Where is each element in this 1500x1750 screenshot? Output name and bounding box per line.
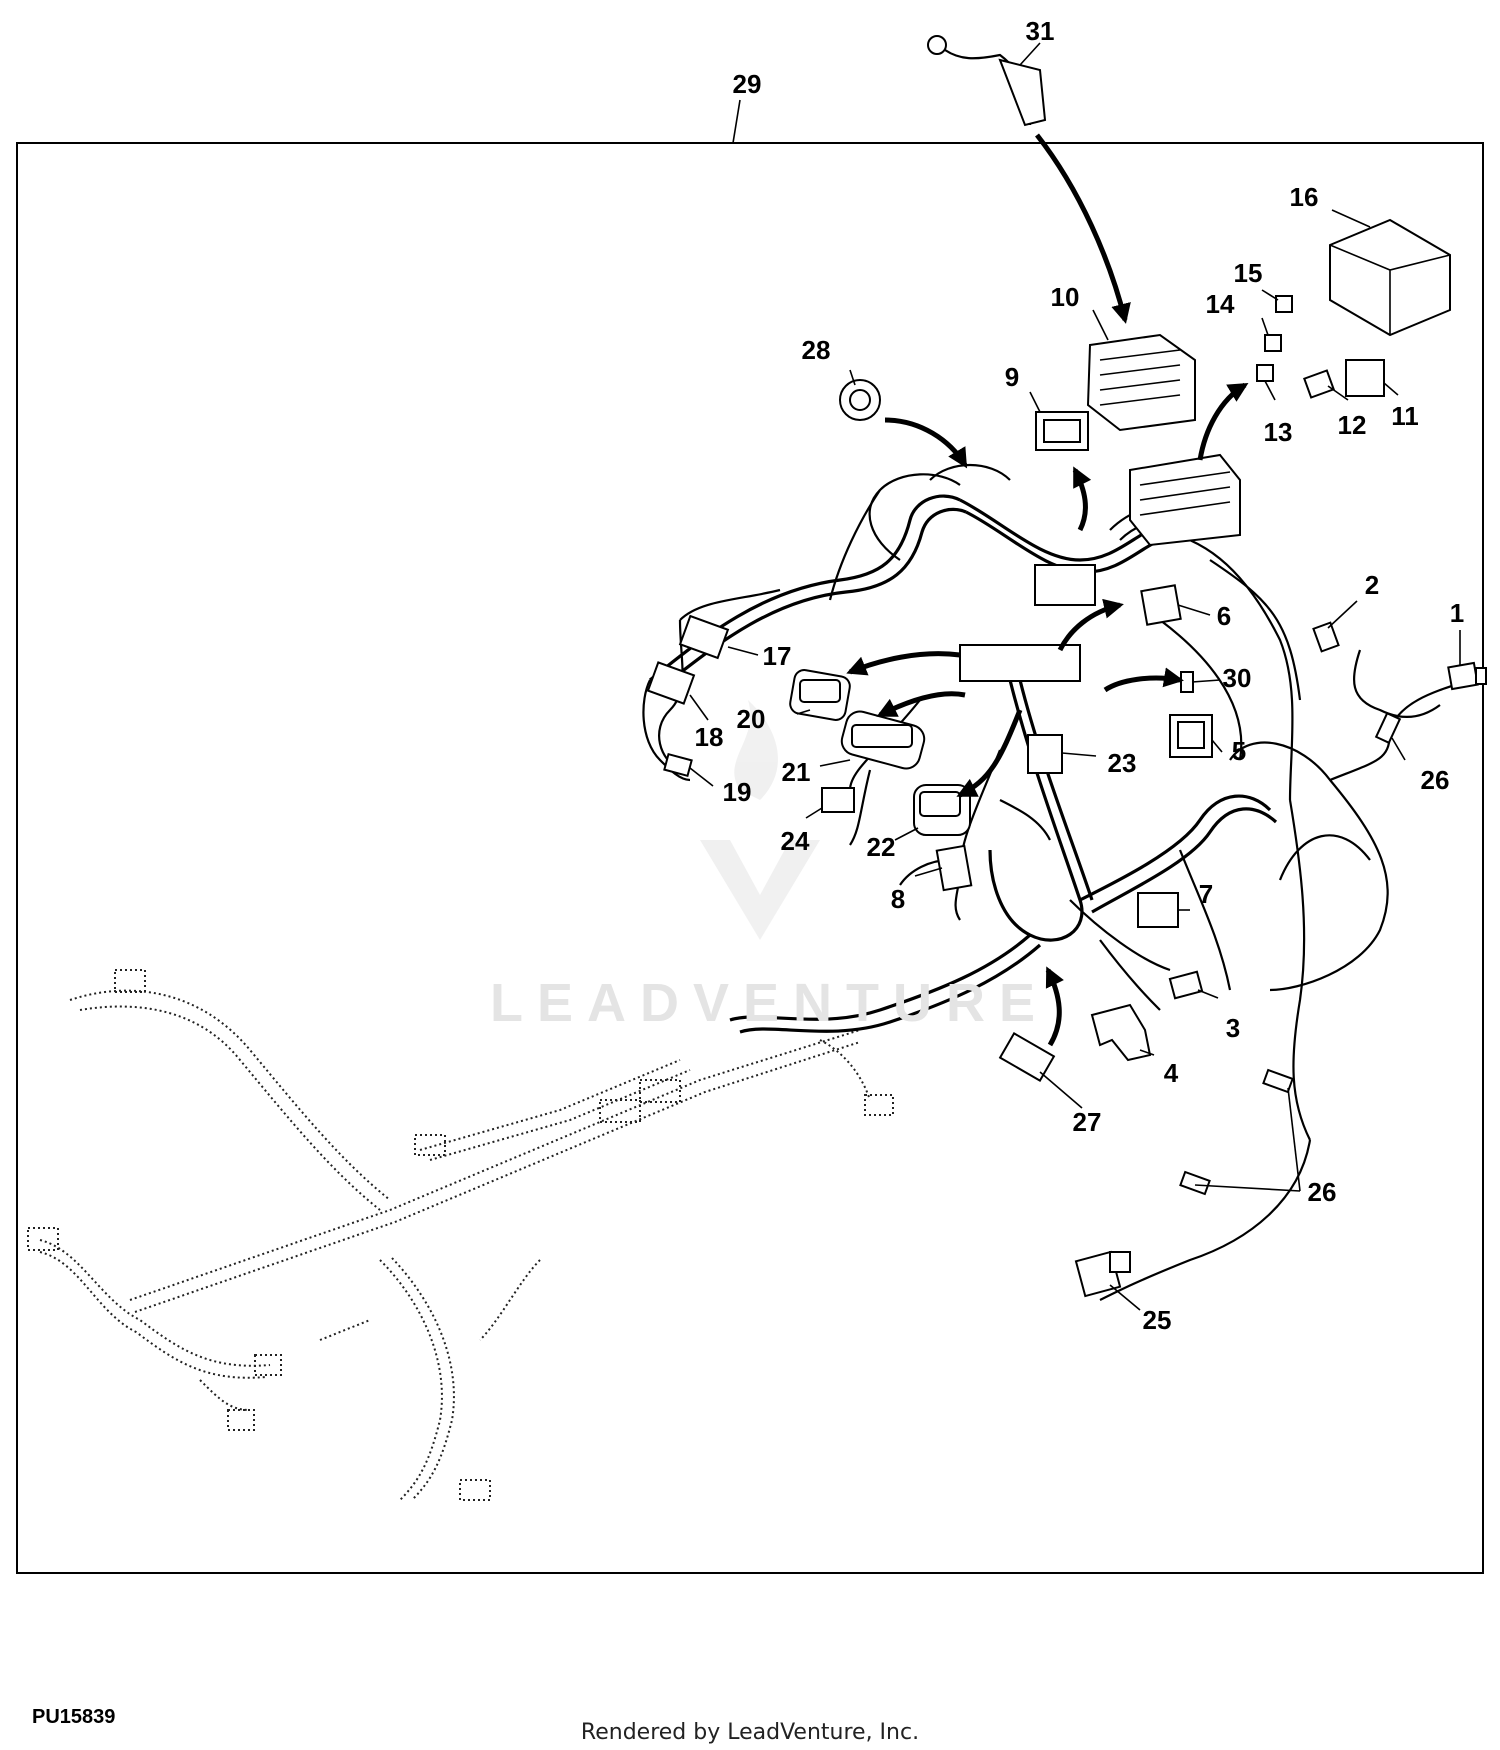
part-27-clip (998, 1032, 1056, 1082)
callout-31: 31 (1026, 16, 1055, 46)
part-30-connector (1180, 671, 1194, 693)
callout-21: 21 (782, 757, 811, 787)
part-24-connector (821, 787, 855, 813)
part-14-fuse (1264, 334, 1282, 352)
part-4-bracket (1090, 1003, 1152, 1062)
assembly-frame (16, 142, 1484, 1574)
callout-12: 12 (1338, 410, 1367, 440)
part-28-grommet (839, 379, 881, 421)
part-19-connector (663, 752, 693, 778)
part-25-connector (1074, 1250, 1131, 1298)
part-3-connector (1168, 970, 1204, 1000)
part-18-switch (646, 661, 696, 705)
part-31-cable (927, 35, 1047, 127)
callout-14: 14 (1206, 289, 1235, 319)
leader-lines (689, 42, 1461, 1311)
callout-13: 13 (1264, 417, 1293, 447)
part-12-diode (1303, 369, 1335, 399)
callout-22: 22 (867, 832, 896, 862)
callout-18: 18 (695, 722, 724, 752)
part-10-fuse-block (1086, 333, 1196, 432)
junction-connector-block (959, 564, 1096, 682)
callout-25: 25 (1143, 1305, 1172, 1335)
callout-29: 29 (733, 69, 762, 99)
part-15-fuse (1275, 295, 1293, 313)
callout-3: 3 (1226, 1013, 1240, 1043)
callout-6: 6 (1217, 601, 1231, 631)
callout-16: 16 (1290, 182, 1319, 212)
part-23-connector (1027, 734, 1063, 774)
callout-26-top: 26 (1421, 765, 1450, 795)
part-5-relay (1169, 714, 1213, 758)
part-17-switch (678, 614, 730, 660)
footer-credit: Rendered by LeadVenture, Inc. (580, 1720, 920, 1745)
callout-30: 30 (1223, 663, 1252, 693)
callout-17: 17 (763, 641, 792, 671)
part-26-clamps (1179, 711, 1402, 1196)
callout-19: 19 (723, 777, 752, 807)
part-6-relay (1140, 584, 1182, 626)
callout-24: 24 (781, 826, 810, 856)
part-9-connector (1035, 411, 1089, 451)
part-8-connector (935, 844, 973, 892)
part-2-wire-end (1312, 621, 1340, 653)
callout-7: 7 (1199, 879, 1213, 909)
part-1-connector (1447, 661, 1487, 691)
ghost-harness (27, 969, 894, 1501)
callout-9: 9 (1005, 362, 1019, 392)
callout-8: 8 (891, 884, 905, 914)
callout-1: 1 (1450, 598, 1464, 628)
callout-28: 28 (802, 335, 831, 365)
callout-11: 11 (1391, 401, 1419, 431)
callout-labels: 1 2 3 4 5 6 7 8 9 10 11 12 13 14 15 16 1… (695, 16, 1465, 1335)
callout-15: 15 (1234, 258, 1263, 288)
part-21-connector (840, 710, 926, 770)
callout-5: 5 (1232, 736, 1246, 766)
assembly-arrows (846, 133, 1249, 1047)
callout-27: 27 (1073, 1107, 1102, 1137)
part-7-connector (1137, 892, 1179, 928)
part-22-connector (913, 784, 971, 836)
callout-20: 20 (737, 704, 766, 734)
callout-26-bottom: 26 (1308, 1177, 1337, 1207)
part-16-fuse-box-cover (1329, 218, 1451, 337)
part-13-fuse (1256, 364, 1274, 382)
callout-10: 10 (1051, 282, 1080, 312)
callout-2: 2 (1365, 570, 1379, 600)
watermark-text: LEADVENTURE (490, 973, 1050, 1033)
fuse-box-main (1129, 453, 1241, 547)
part-20-connector (789, 669, 851, 721)
part-11-relay (1345, 359, 1385, 397)
watermark-logo (700, 700, 820, 940)
callout-23: 23 (1108, 748, 1137, 778)
callout-4: 4 (1164, 1058, 1179, 1088)
drawing-id: PU15839 (32, 1706, 116, 1728)
